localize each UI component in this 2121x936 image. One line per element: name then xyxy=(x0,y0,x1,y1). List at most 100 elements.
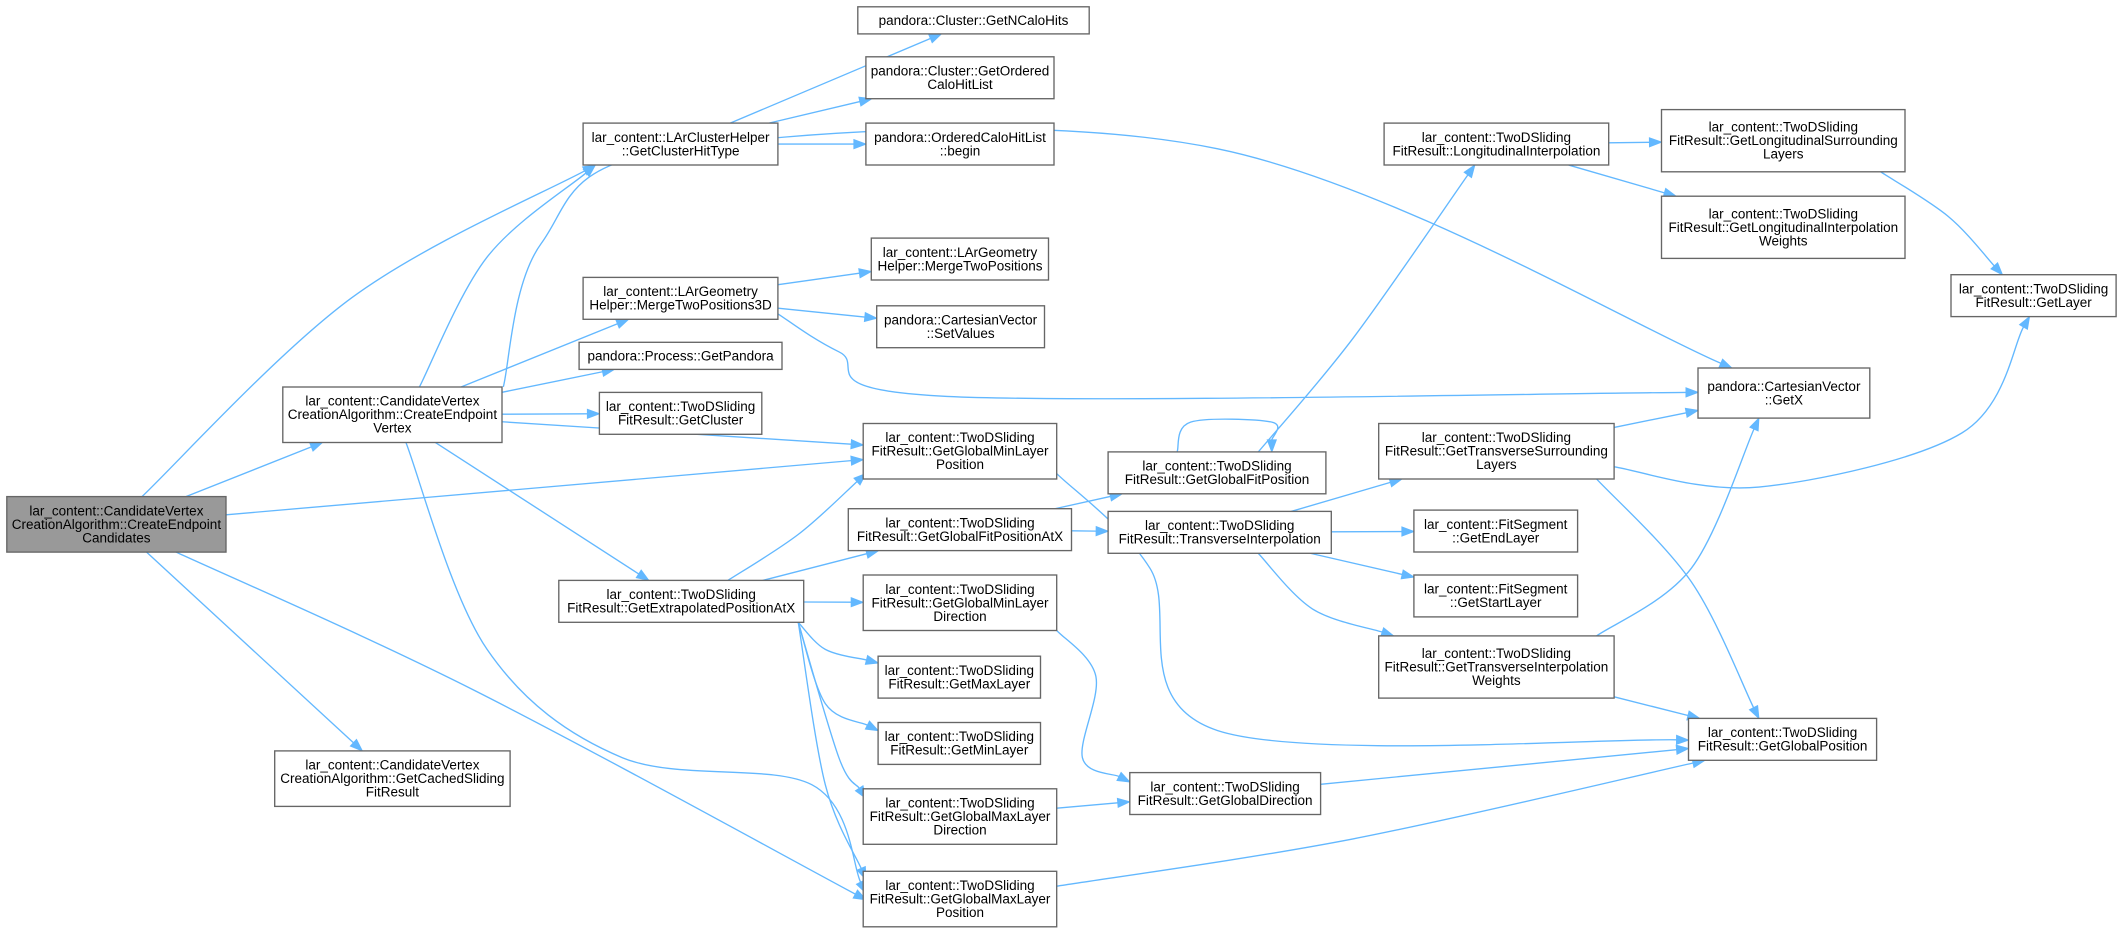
node-label-line: lar_content::TwoDSliding xyxy=(1709,206,1858,221)
node-getTransverseInterpolationWeights[interactable]: lar_content::TwoDSlidingFitResult::GetTr… xyxy=(1378,635,1615,699)
edge-line xyxy=(797,622,862,869)
node-getTransverseSurroundingLayers[interactable]: lar_content::TwoDSlidingFitResult::GetTr… xyxy=(1378,422,1615,480)
node-box xyxy=(1950,274,2117,318)
edge-line xyxy=(1568,164,1665,194)
node-getPandora[interactable]: pandora::Process::GetPandora xyxy=(578,341,783,371)
edge-line xyxy=(1613,412,1687,429)
node-box xyxy=(847,508,1073,552)
node-label-line: lar_content::TwoDSliding xyxy=(1959,281,2108,296)
edge-line xyxy=(729,37,931,124)
node-mergeTwoPositions[interactable]: lar_content::LArGeometryHelper::MergeTwo… xyxy=(870,237,1050,281)
edge-line xyxy=(777,313,1687,400)
node-label-line: lar_content::FitSegment xyxy=(1424,582,1568,597)
node-label-line: lar_content::TwoDSliding xyxy=(1150,779,1299,794)
node-box xyxy=(6,495,227,553)
node-box xyxy=(558,579,805,623)
edge-line xyxy=(1056,802,1118,809)
node-getStartLayer[interactable]: lar_content::FitSegment::GetStartLayer xyxy=(1413,574,1579,618)
node-label-line: lar_content::TwoDSliding xyxy=(1145,518,1294,533)
node-label-line: lar_content::CandidateVertex xyxy=(29,503,203,518)
node-label-line: FitResult::GetLayer xyxy=(1975,295,2092,310)
edge-line xyxy=(762,553,867,582)
node-getCachedSlidingFitResult[interactable]: lar_content::CandidateVertexCreationAlgo… xyxy=(274,750,511,808)
node-label-line: Candidates xyxy=(82,530,151,545)
node-label-line: Direction xyxy=(933,609,986,624)
node-label-line: FitResult::GetTransverseSurrounding xyxy=(1385,444,1608,459)
nodes-layer: lar_content::CandidateVertexCreationAlgo… xyxy=(6,6,2117,928)
edge-getClusterHitType-to-getOrderedCaloHitList xyxy=(768,96,873,124)
node-getGlobalMaxLayerDirection[interactable]: lar_content::TwoDSlidingFitResult::GetGl… xyxy=(862,788,1058,845)
edges-layer xyxy=(141,33,2031,901)
node-getNCaloHits[interactable]: pandora::Cluster::GetNCaloHits xyxy=(857,6,1090,35)
node-label-line: lar_content::CandidateVertex xyxy=(305,394,479,409)
node-mergeTwoPositions3D[interactable]: lar_content::LArGeometryHelper::MergeTwo… xyxy=(582,276,779,320)
node-getGlobalPosition[interactable]: lar_content::TwoDSlidingFitResult::GetGl… xyxy=(1687,717,1878,761)
node-getGlobalMaxLayerPosition[interactable]: lar_content::TwoDSlidingFitResult::GetGl… xyxy=(862,870,1058,928)
node-label-line: ::GetClusterHitType xyxy=(622,143,740,158)
edge-arrowhead xyxy=(1095,525,1110,537)
node-getMaxLayer[interactable]: lar_content::TwoDSlidingFitResult::GetMa… xyxy=(877,655,1042,699)
node-getExtrapolatedPositionAtX[interactable]: lar_content::TwoDSlidingFitResult::GetEx… xyxy=(558,579,805,623)
node-label-line: FitResult::GetGlobalDirection xyxy=(1138,793,1313,808)
node-label-line: FitResult::GetGlobalMinLayer xyxy=(871,444,1049,459)
node-label-line: lar_content::TwoDSliding xyxy=(885,796,1034,811)
node-root[interactable]: lar_content::CandidateVertexCreationAlgo… xyxy=(6,495,227,553)
node-label-line: lar_content::CandidateVertex xyxy=(305,758,479,773)
edge-transverseInterpolation-to-getTransverseInterpolationWeights xyxy=(1257,552,1395,637)
node-getLongitudinalSurroundingLayers[interactable]: lar_content::TwoDSlidingFitResult::GetLo… xyxy=(1660,108,1906,173)
edge-line xyxy=(727,481,858,582)
edge-line xyxy=(797,622,860,789)
node-orderedBegin[interactable]: pandora::OrderedCaloHitList::begin xyxy=(865,122,1055,166)
node-getGlobalMinLayerDirection[interactable]: lar_content::TwoDSlidingFitResult::GetGl… xyxy=(862,574,1058,632)
node-label-line: FitResult xyxy=(366,785,420,800)
node-getGlobalMinLayerPosition[interactable]: lar_content::TwoDSlidingFitResult::GetGl… xyxy=(862,422,1058,480)
edge-createEndpointVertex-to-getCluster xyxy=(501,408,601,420)
node-getMinLayer[interactable]: lar_content::TwoDSlidingFitResult::GetMi… xyxy=(877,721,1042,766)
edge-mergeTwoPositions3D-to-getGetX xyxy=(777,313,1700,400)
edge-line xyxy=(1596,478,1755,708)
node-label-line: ::GetEndLayer xyxy=(1452,530,1540,545)
edge-arrowhead xyxy=(1266,439,1278,454)
node-getGlobalFitPosition[interactable]: lar_content::TwoDSlidingFitResult::GetGl… xyxy=(1107,451,1327,495)
edge-arrowhead xyxy=(850,438,865,450)
node-box xyxy=(582,122,779,166)
node-createEndpointVertex[interactable]: lar_content::CandidateVertexCreationAlgo… xyxy=(282,386,503,444)
edge-line xyxy=(1291,481,1391,513)
node-getEndLayer[interactable]: lar_content::FitSegment::GetEndLayer xyxy=(1413,509,1579,553)
node-getCluster[interactable]: lar_content::TwoDSlidingFitResult::GetCl… xyxy=(598,391,763,435)
node-transverseInterpolation[interactable]: lar_content::TwoDSlidingFitResult::Trans… xyxy=(1107,510,1332,554)
node-box xyxy=(865,56,1055,100)
node-box xyxy=(876,305,1046,349)
edge-line xyxy=(797,621,867,661)
node-longitudinalInterpolation[interactable]: lar_content::TwoDSlidingFitResult::Longi… xyxy=(1383,122,1610,166)
node-box xyxy=(1413,509,1579,553)
node-label-line: Position xyxy=(936,905,984,920)
node-box xyxy=(862,574,1058,632)
node-label-line: ::GetX xyxy=(1765,392,1803,407)
edge-arrowhead xyxy=(1990,261,2004,276)
edge-getLongitudinalSurroundingLayers-to-getLayer xyxy=(1880,171,2004,276)
edge-arrowhead xyxy=(635,569,650,582)
edge-line xyxy=(1056,630,1120,778)
node-getLongitudinalInterpolationWeights[interactable]: lar_content::TwoDSlidingFitResult::GetLo… xyxy=(1660,195,1906,260)
node-getClusterHitType[interactable]: lar_content::LArClusterHelper::GetCluste… xyxy=(582,122,779,166)
edge-getTransverseSurroundingLayers-to-getLayer xyxy=(1614,315,2031,489)
edge-arrowhead xyxy=(863,311,879,323)
node-label-line: ::SetValues xyxy=(927,326,995,341)
node-getGlobalDirection[interactable]: lar_content::TwoDSlidingFitResult::GetGl… xyxy=(1129,771,1322,816)
node-getGetX[interactable]: pandora::CartesianVector::GetX xyxy=(1697,367,1871,419)
edge-line xyxy=(1056,762,1694,887)
node-box xyxy=(274,750,511,808)
edge-transverseInterpolation-to-getStartLayer xyxy=(1310,552,1416,580)
node-box xyxy=(862,422,1058,480)
edge-line xyxy=(185,446,312,498)
edge-arrowhead xyxy=(864,720,880,732)
edge-mergeTwoPositions3D-to-mergeTwoPositions xyxy=(777,268,873,286)
node-getLayer[interactable]: lar_content::TwoDSlidingFitResult::GetLa… xyxy=(1950,274,2117,318)
edge-line xyxy=(175,551,856,895)
node-setValues[interactable]: pandora::CartesianVector::SetValues xyxy=(876,305,1046,349)
edge-root-to-getCachedSlidingFitResult xyxy=(145,551,364,752)
node-getGlobalFitPositionAtX[interactable]: lar_content::TwoDSlidingFitResult::GetGl… xyxy=(847,508,1073,552)
node-label-line: FitResult::GetTransverseInterpolation xyxy=(1384,660,1608,675)
